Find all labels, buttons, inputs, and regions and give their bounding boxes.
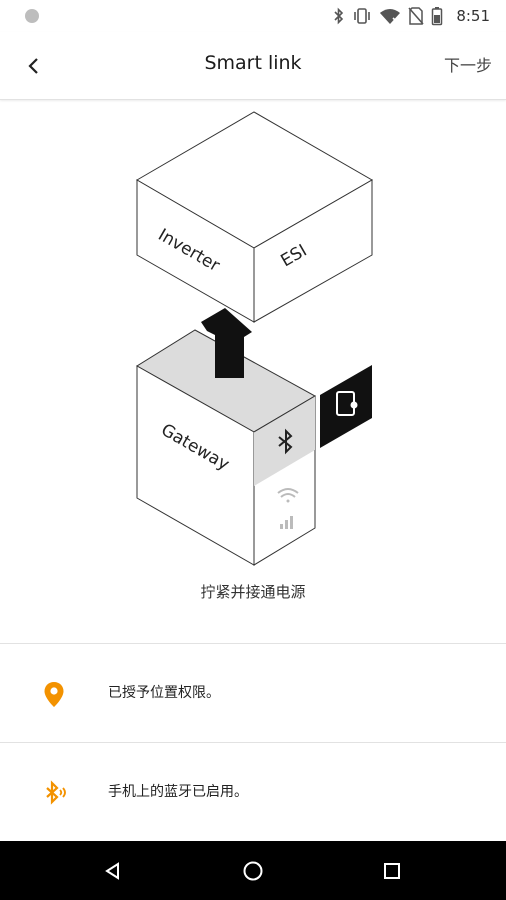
recents-square-icon (384, 863, 400, 879)
status-time: 8:51 (456, 7, 490, 25)
status-bar: 8:51 (0, 0, 506, 32)
nav-recents-button[interactable] (377, 856, 407, 886)
system-nav-bar (0, 841, 506, 900)
page-title: Smart link (204, 52, 302, 74)
gateway-bluetooth-icon (278, 428, 293, 455)
bluetooth-enabled-text: 手机上的蓝牙已启用。 (108, 784, 248, 800)
location-pin-icon (44, 682, 64, 707)
gateway-signal-icon (280, 516, 293, 529)
setup-illustration: Inverter ESI Gateway (136, 111, 374, 566)
divider (0, 742, 506, 743)
nav-back-button[interactable] (98, 856, 128, 886)
next-step-button[interactable]: 下一步 (443, 56, 492, 75)
setup-caption: 拧紧并接通电源 (200, 583, 306, 601)
permission-row-bluetooth: 手机上的蓝牙已启用。 (0, 743, 506, 841)
gateway-wifi-icon (277, 488, 299, 503)
bluetooth-icon (334, 7, 344, 25)
back-triangle-icon (105, 862, 119, 880)
app-bar: Smart link 下一步 (0, 32, 506, 100)
divider (0, 643, 506, 644)
notification-dot-icon (25, 9, 39, 23)
home-circle-icon (243, 861, 263, 881)
location-permission-text: 已授予位置权限。 (108, 685, 220, 701)
battery-icon (432, 7, 443, 26)
back-button[interactable] (14, 46, 54, 86)
vibrate-icon (354, 8, 371, 24)
chevron-left-icon (28, 58, 38, 74)
wifi-icon (380, 9, 401, 24)
permission-row-location: 已授予位置权限。 (0, 644, 506, 742)
inverter-box (136, 111, 374, 323)
up-arrow-icon (201, 308, 252, 378)
nav-home-button[interactable] (238, 856, 268, 886)
status-icons: 8:51 (333, 0, 506, 32)
no-sim-icon (408, 7, 424, 25)
phone-badge-icon (320, 365, 372, 448)
bluetooth-icon (46, 780, 66, 805)
